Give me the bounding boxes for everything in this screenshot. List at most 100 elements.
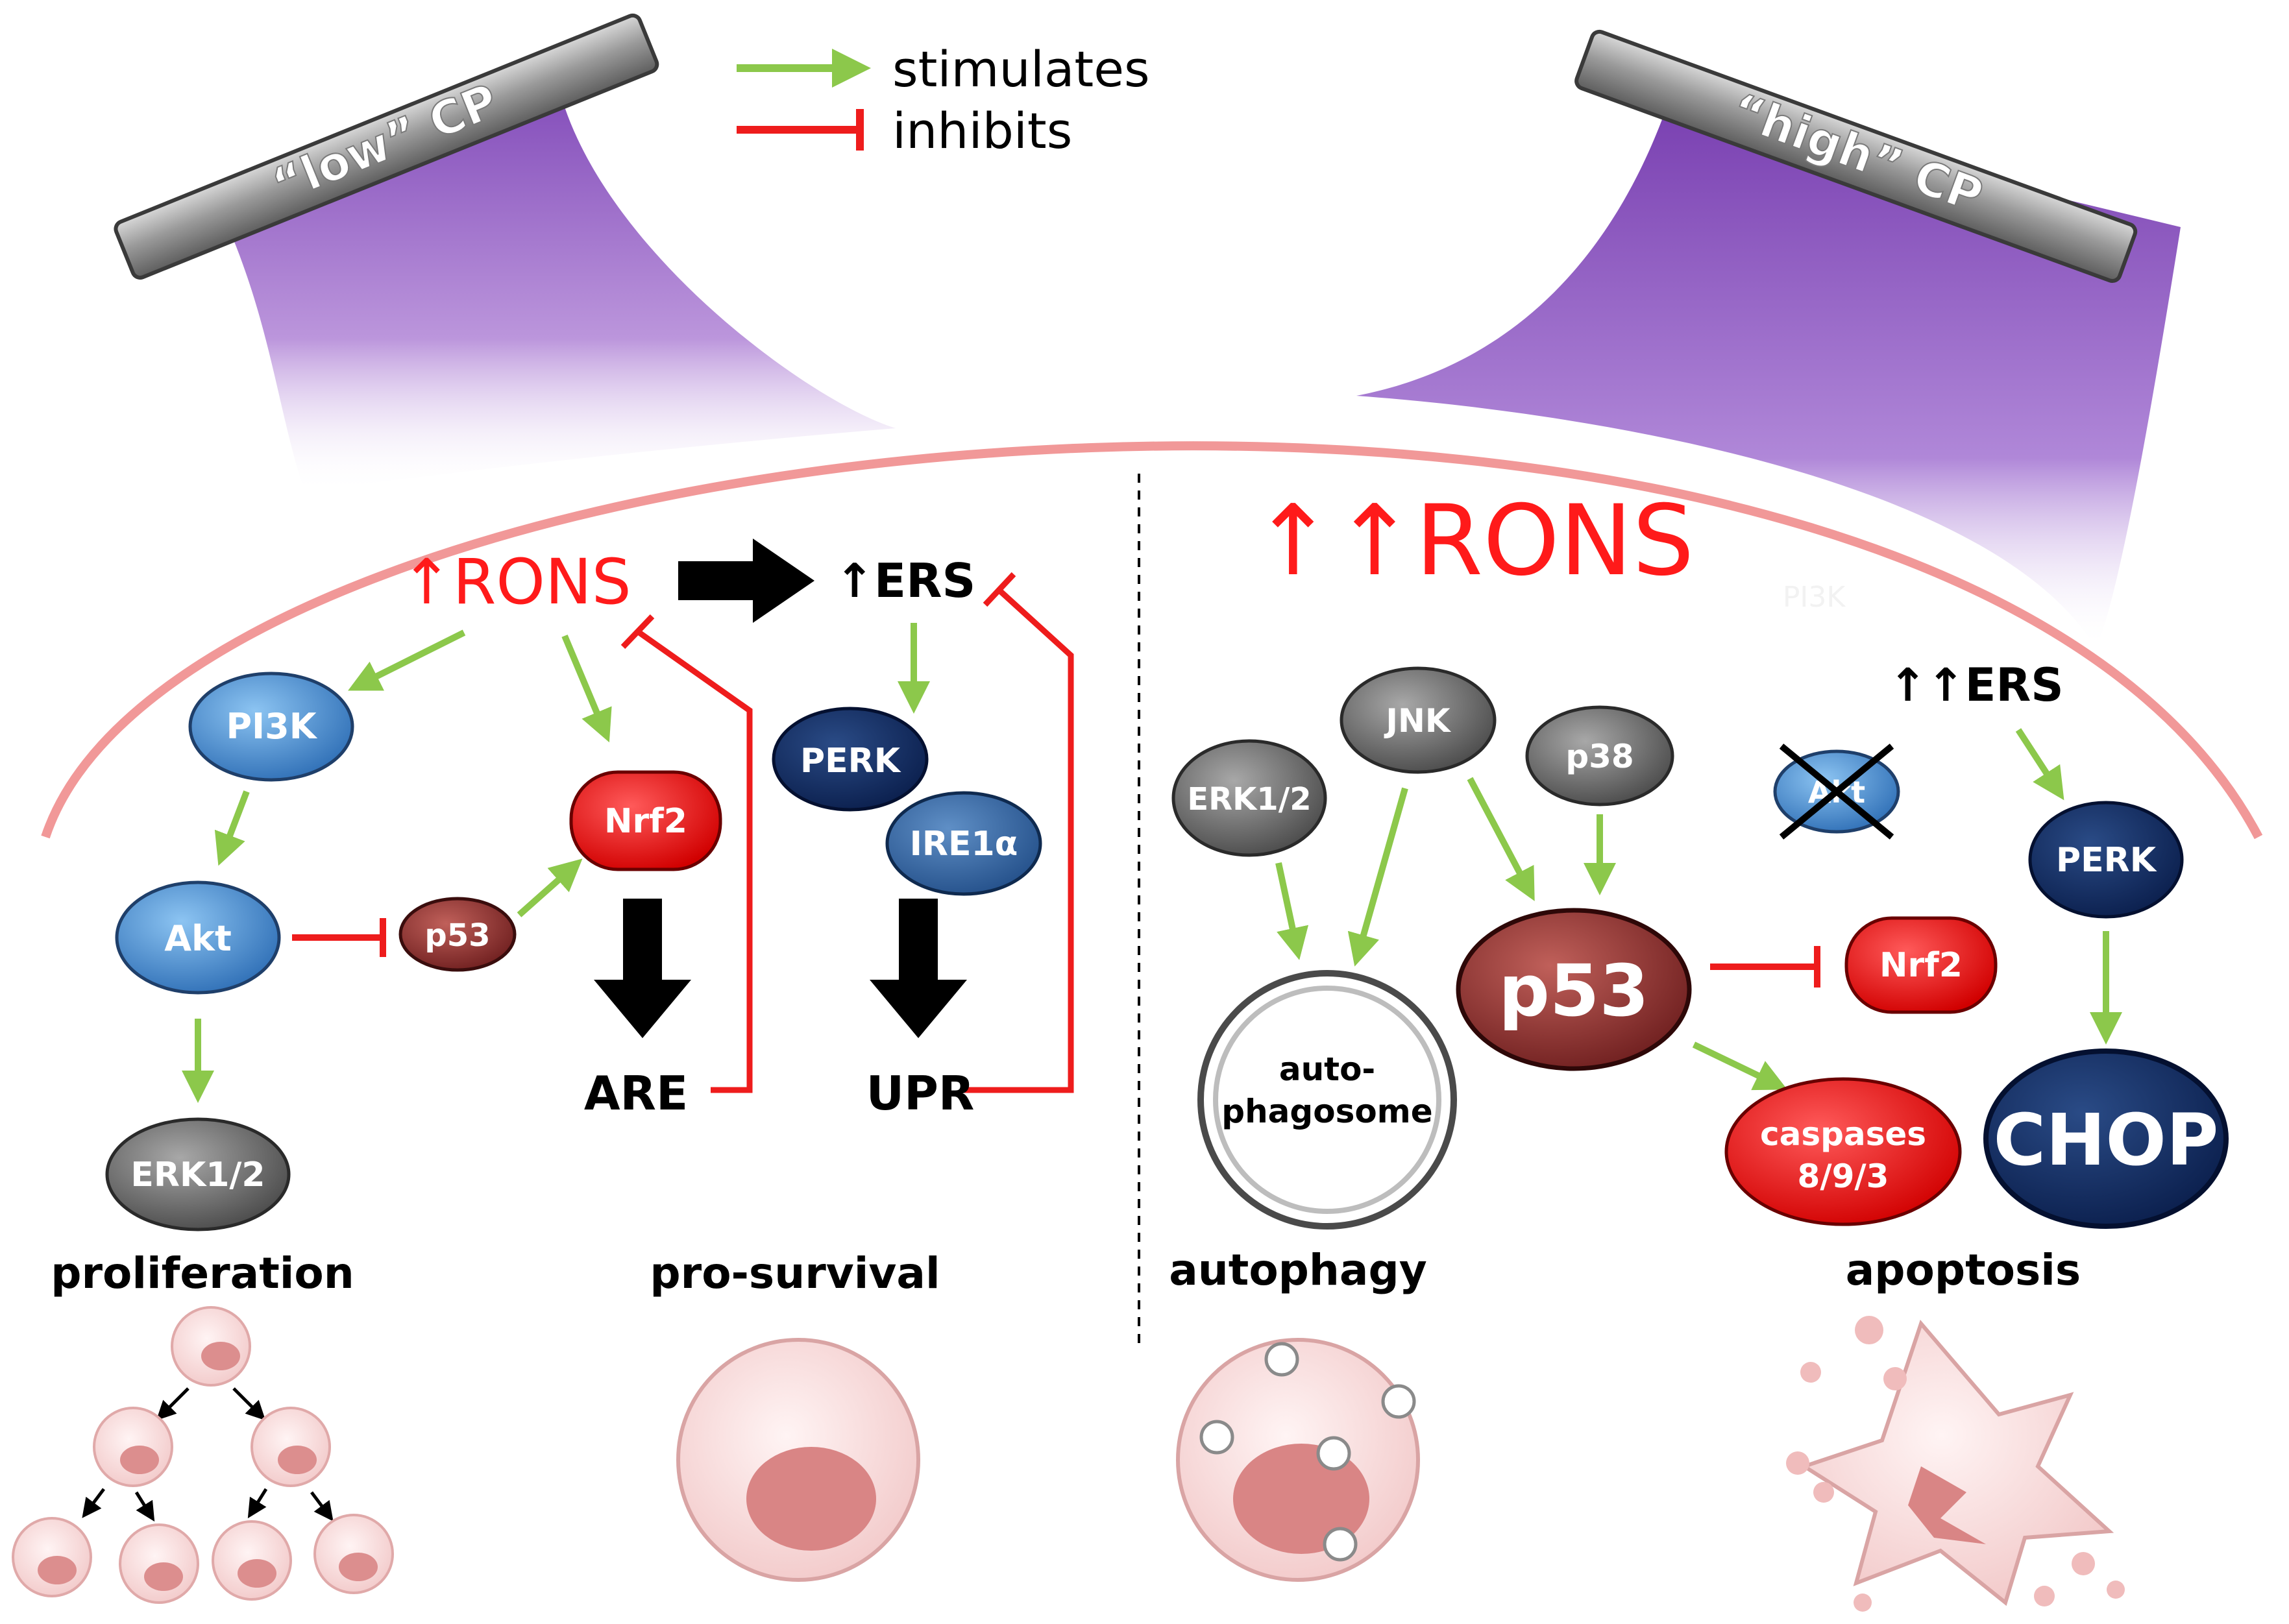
apoptosis-label: apoptosis [1846, 1245, 2081, 1295]
left-ers-label: ↑ERS [835, 553, 976, 608]
arrow-jnk-autophagosome [1347, 787, 1408, 967]
feedback-upr-ers-cap [983, 572, 1016, 607]
rons-to-ers-arrow [678, 539, 814, 623]
legend-stimulates-label: stimulates [892, 40, 1150, 98]
feedback-upr-ers [964, 588, 1074, 1093]
akt-label: Akt [164, 918, 232, 959]
nrf2-label-left: Nrf2 [604, 802, 687, 841]
erk-node-left: ERK1/2 [105, 1117, 291, 1231]
autophagic-vesicle [1323, 1527, 1358, 1562]
division-arrow [310, 1491, 334, 1521]
arrow-pi3k-akt [214, 790, 250, 866]
autophagic-vesicle [1316, 1436, 1351, 1471]
apoptotic-body [1883, 1367, 1907, 1390]
apoptotic-body [1786, 1451, 1809, 1475]
proliferation-cell-tree [12, 1306, 394, 1604]
autophagosome-node: auto- phagosome [1197, 970, 1457, 1230]
perk-node-right: PERK [2028, 801, 2184, 919]
autophagosome-label-line2: phagosome [1221, 1093, 1432, 1130]
autophagosome-label-line1: auto- [1279, 1050, 1375, 1088]
pro-survival-label: pro-survival [650, 1248, 940, 1298]
akt-node: Akt [115, 880, 281, 995]
cell-membrane [41, 441, 2263, 840]
p53-node-left: p53 [398, 897, 517, 972]
autophagic-vesicle [1264, 1342, 1299, 1377]
high-cp-beam [1356, 104, 2181, 649]
caspases-node: caspases 8/9/3 [1724, 1077, 1962, 1226]
cell-gen2-left [93, 1407, 173, 1487]
pi3k-label: PI3K [226, 706, 317, 747]
erk-label-left: ERK1/2 [130, 1156, 265, 1194]
division-arrow [134, 1491, 155, 1522]
perk-label-left: PERK [800, 742, 901, 781]
apoptotic-body [2107, 1581, 2125, 1599]
are-label: ARE [584, 1066, 688, 1121]
apoptotic-body [1800, 1362, 1821, 1383]
arrow-jnk-p53 [1467, 777, 1535, 901]
nrf2-node-left: Nrf2 [569, 770, 722, 871]
p53-label-right: p53 [1499, 949, 1649, 1032]
cell-gen3 [12, 1517, 92, 1597]
low-cp-beam [234, 107, 896, 493]
arrow-erk-autophagosome [1275, 862, 1309, 960]
arrow-p53-nrf2 [517, 858, 583, 917]
cell-gen3 [119, 1523, 199, 1604]
erk-label-right: ERK1/2 [1187, 781, 1311, 818]
pro-survival-cell [676, 1338, 920, 1582]
chop-node: CHOP [1983, 1048, 2229, 1229]
legend-inhibits-label: inhibits [892, 102, 1072, 160]
autophagic-vesicle [1199, 1420, 1234, 1455]
autophagy-label: autophagy [1169, 1245, 1426, 1295]
division-arrow [82, 1488, 105, 1518]
arrow-rons-nrf2 [561, 635, 612, 743]
akt-node-blocked: Akt [1773, 744, 1900, 840]
chop-label: CHOP [1994, 1098, 2219, 1182]
ire1a-node: IRE1α [885, 791, 1042, 896]
arrow-ers-perk-right [2015, 728, 2064, 801]
blocked-x-icon-stroke [1779, 744, 1894, 840]
apoptotic-body [2072, 1552, 2095, 1575]
arrow-p53-caspases [1692, 1041, 1788, 1091]
perk-label-right: PERK [2056, 841, 2157, 880]
proliferation-label: proliferation [51, 1248, 354, 1298]
upr-label: UPR [866, 1066, 975, 1121]
erk-node-right: ERK1/2 [1171, 739, 1327, 857]
autophagy-cell [1176, 1338, 1420, 1582]
apoptotic-body [2034, 1586, 2055, 1606]
feedback-are-rons-cap [620, 614, 655, 649]
apoptotic-body [1854, 1594, 1872, 1612]
apoptotic-body [1855, 1316, 1883, 1344]
p53-label-left: p53 [424, 917, 490, 954]
cell-gen3 [212, 1520, 292, 1601]
nrf2-to-are-arrow [594, 899, 691, 1038]
jnk-label: JNK [1384, 702, 1451, 740]
caspases-label-line2: 8/9/3 [1798, 1157, 1889, 1195]
right-ers-label: ↑↑ERS [1889, 659, 2063, 712]
p53-node-right: p53 [1456, 908, 1692, 1071]
p38-node: p38 [1525, 705, 1674, 806]
division-arrow [156, 1387, 190, 1421]
ire1a-label: IRE1α [910, 825, 1018, 864]
nrf2-node-right: Nrf2 [1844, 916, 1998, 1014]
cell-gen3 [313, 1514, 394, 1594]
apoptotic-body [1813, 1482, 1834, 1503]
legend: stimulates inhibits [737, 40, 1150, 160]
faint-pi3k-label: PI3K [1783, 581, 1846, 614]
caspases-label-line1: caspases [1760, 1115, 1926, 1153]
pi3k-node: PI3K [188, 672, 354, 782]
apoptotic-cell [1786, 1316, 2125, 1612]
right-rons-label: ↑↑RONS [1252, 485, 1694, 598]
division-arrow [247, 1488, 268, 1519]
cell-root [171, 1306, 251, 1387]
ire1a-to-upr-arrow [870, 899, 967, 1038]
arrow-rons-pi3k [348, 629, 466, 691]
feedback-are-rons [637, 630, 753, 1093]
p38-label: p38 [1565, 738, 1634, 775]
left-rons-label: ↑RONS [400, 546, 631, 618]
jnk-node: JNK [1340, 666, 1497, 774]
autophagic-vesicle [1381, 1384, 1416, 1419]
cell-gen2-right [251, 1407, 331, 1487]
division-arrow [232, 1387, 266, 1421]
perk-node-left: PERK [772, 707, 929, 812]
